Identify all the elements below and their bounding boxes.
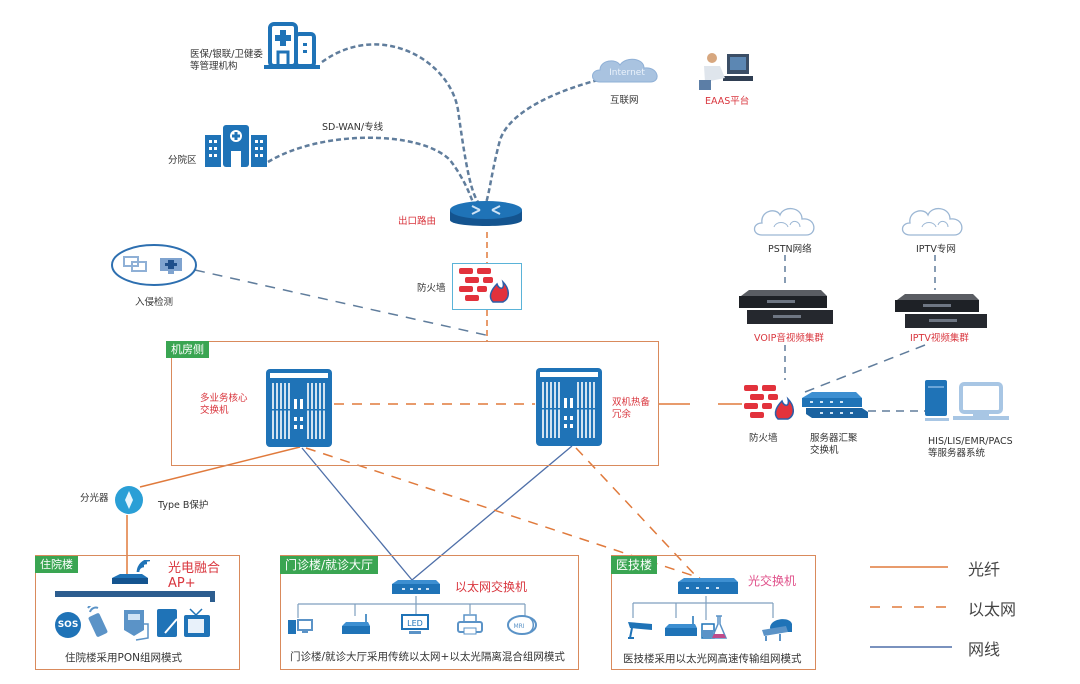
his-label-line2: 等服务器系统	[928, 448, 986, 459]
medtech-tree	[632, 596, 774, 620]
legend-label-ethernet: 以太网	[968, 600, 1017, 619]
medtech-building-box	[611, 555, 816, 670]
desktop-pc-icon	[288, 618, 314, 636]
voip-server-cluster-icon	[737, 288, 833, 330]
legend-label-fiber: 光纤	[968, 560, 1001, 579]
surveillance-camera-icon	[626, 618, 656, 640]
ids-label: 入侵检测	[135, 297, 174, 308]
his-server-icon	[923, 378, 1011, 426]
dmz-firewall-label: 防火墙	[749, 433, 778, 444]
ap-label-line1: 光电融合	[168, 561, 221, 576]
firewall-icon	[452, 263, 522, 310]
optical-splitter-icon	[114, 485, 144, 515]
internet-label: 互联网	[610, 95, 639, 106]
pon-bus-bar	[55, 591, 215, 597]
egress-router-icon	[448, 198, 524, 232]
legend-swatches	[870, 566, 952, 648]
outpatient-tag: 门诊楼/就诊大厅	[280, 556, 379, 574]
eaas-label: EAAS平台	[705, 96, 750, 107]
access-point-device-icon	[663, 616, 699, 638]
splitter-label: 分光器	[80, 493, 109, 504]
core-splitter-fiber	[139, 446, 301, 488]
core-outpatient-cable	[301, 447, 413, 581]
wan-link-internet	[484, 78, 599, 204]
wan-label: SD-WAN/专线	[322, 122, 384, 133]
outpatient-building-box	[280, 555, 579, 670]
core-switch-icon	[266, 369, 332, 447]
regulator-hospital-icon	[262, 18, 322, 69]
internet-cloud-icon: Internet	[588, 56, 666, 86]
medtech-tag: 医技楼	[611, 556, 658, 574]
server-switch-label-line2: 交换机	[810, 445, 839, 456]
sos-text: SOS	[57, 620, 79, 630]
sos-button-icon: SOS	[55, 612, 81, 638]
inpatient-building-box	[35, 555, 240, 670]
core-switch-label-line1: 多业务核心	[200, 393, 248, 404]
printer-icon	[456, 614, 484, 636]
mri-text: MRI	[513, 623, 524, 630]
iptv-net-label: IPTV专网	[916, 244, 956, 255]
inpatient-caption: 住院楼采用PON组网模式	[65, 652, 182, 664]
intrusion-detection-icon	[110, 243, 198, 287]
machine-room-tag: 机房侧	[166, 341, 209, 358]
legend-label-cable: 网线	[968, 640, 1001, 659]
regulator-label-line2: 等管理机构	[190, 61, 238, 72]
iptv-serverswitch-link	[804, 344, 926, 393]
pstn-label: PSTN网络	[768, 244, 812, 255]
regulator-label-line1: 医保/银联/卫健委	[190, 49, 263, 60]
ap-label-line2: AP+	[168, 576, 196, 591]
redundancy-label-line2: 冗余	[612, 409, 632, 420]
his-label-line1: HIS/LIS/EMR/PACS	[928, 436, 1013, 447]
handheld-phone-icon	[86, 602, 112, 640]
medtech-caption: 医技楼采用以太光网高速传输组网模式	[623, 653, 802, 665]
redundancy-label-line1: 双机热备	[612, 397, 651, 408]
ethernet-switch-icon	[390, 578, 442, 598]
wan-link-branch	[267, 136, 476, 206]
firewall-label: 防火墙	[417, 283, 446, 294]
type-b-protect-label: Type B保护	[158, 500, 209, 511]
server-switch-label-line1: 服务器汇聚	[810, 433, 858, 444]
mri-icon: MRI	[506, 614, 538, 636]
ct-scanner-icon	[760, 614, 794, 642]
infusion-monitor-icon	[122, 608, 152, 642]
pstn-cloud-icon	[752, 205, 818, 239]
redundant-core-switch-icon	[536, 368, 602, 446]
core-switch-label-line2: 交换机	[200, 405, 229, 416]
ids-link	[194, 269, 491, 337]
lab-flask-icon	[700, 614, 728, 640]
led-text: LED	[407, 619, 423, 628]
dmz-firewall-icon	[742, 383, 800, 423]
machine-room-box	[171, 341, 659, 466]
wan-link-regulator	[321, 43, 480, 203]
optical-switch-label: 光交换机	[748, 574, 797, 588]
branch-hospital-icon	[205, 123, 267, 169]
led-display-icon: LED	[401, 614, 429, 636]
ethernet-switch-label: 以太网交换机	[455, 580, 528, 594]
optical-switch-icon	[676, 576, 740, 598]
internet-cloud-text: Internet	[609, 68, 645, 78]
eaas-operator-icon	[695, 50, 755, 92]
server-aggregation-switch-icon	[800, 390, 868, 420]
legend: 光纤 以太网 网线	[860, 550, 1060, 670]
iptv-cluster-label: IPTV视频集群	[910, 333, 969, 344]
redundant-outpatient-cable	[411, 445, 573, 581]
tablet-icon	[155, 607, 181, 639]
pon-bus-drop	[210, 591, 215, 602]
iptv-server-cluster-icon	[893, 292, 989, 332]
wireless-router-icon	[340, 614, 372, 636]
router-label: 出口路由	[398, 216, 437, 227]
iptv-net-cloud-icon	[900, 205, 966, 239]
branch-label: 分院区	[168, 155, 197, 166]
inpatient-tag: 住院楼	[35, 556, 78, 573]
voip-cluster-label: VOIP音视频集群	[754, 333, 824, 344]
fiber-ap-icon	[108, 558, 158, 588]
redundant-medtech-eth	[575, 447, 696, 576]
outpatient-caption: 门诊楼/就诊大厅采用传统以太网+以太光隔离混合组网模式	[290, 651, 565, 663]
tv-icon	[182, 607, 212, 639]
outpatient-tree	[297, 596, 526, 618]
